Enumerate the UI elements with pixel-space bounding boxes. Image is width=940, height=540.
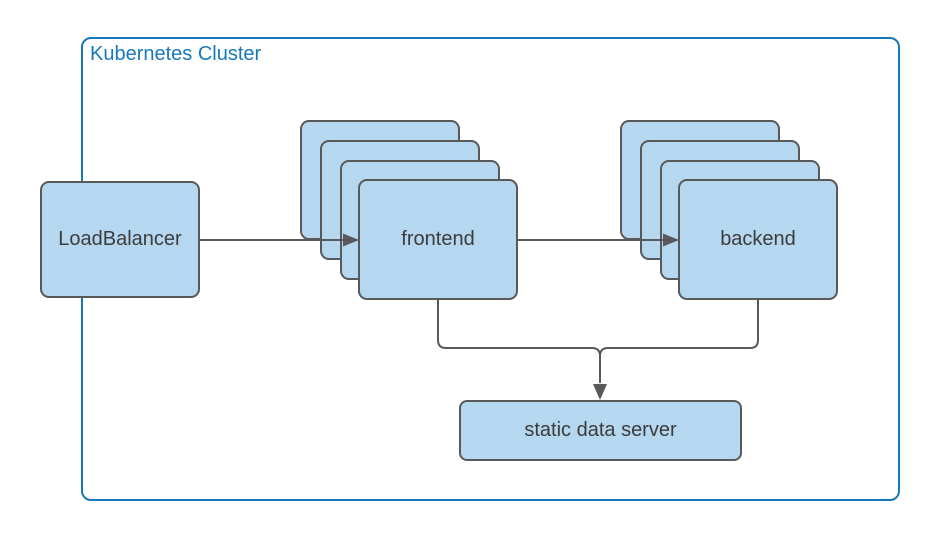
backend-label: backend	[720, 228, 796, 250]
node-backend[interactable]: backend	[678, 179, 838, 300]
frontend-label: frontend	[401, 228, 475, 250]
static-data-server-label: static data server	[524, 419, 677, 441]
node-static-data-server[interactable]: static data server	[459, 400, 742, 461]
node-frontend[interactable]: frontend	[358, 179, 518, 300]
node-loadbalancer[interactable]: LoadBalancer	[40, 181, 200, 298]
cluster-label: Kubernetes Cluster	[90, 43, 262, 65]
loadbalancer-label: LoadBalancer	[58, 228, 182, 250]
